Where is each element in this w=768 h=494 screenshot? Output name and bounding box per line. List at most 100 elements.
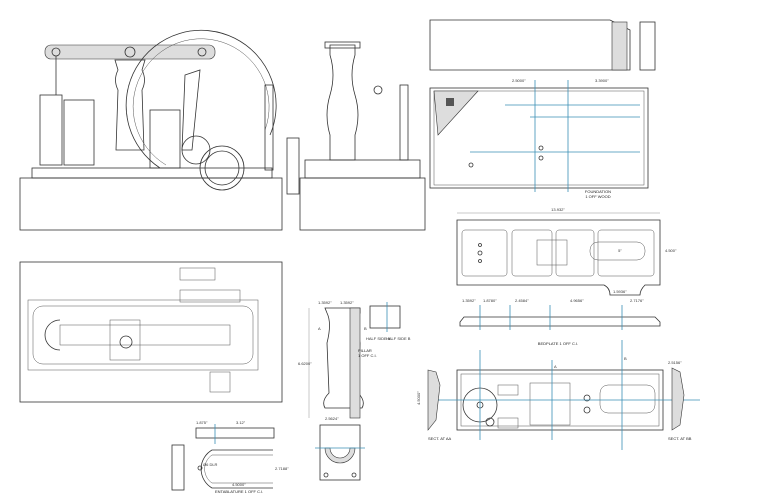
beam-plan [59,324,231,346]
small-wheel-rim [204,150,240,186]
bearing-plan [179,289,241,303]
foundation-side [299,177,426,231]
half-side-a-label: HALF SIDE A [366,336,391,341]
cylinder [39,94,63,166]
entablature-caption: ENTABLATURE 1 OFF C.I. [215,489,263,494]
dimension: 6.6200" [298,361,312,366]
dimension: 2.4584" [515,298,529,303]
dimension: 1.5936" [613,289,627,294]
section-marker-a: A [318,326,321,331]
beam [44,44,216,60]
foundation-title: FOUNDATION [585,189,611,194]
entablature-drawing: 1.875" 3.12" Ø6 DLR 4.5000" 2.7188" ENTA… [171,420,289,494]
bedplate-plan [27,299,259,371]
bedplate-underside-view: 13.932" 5" 4.500" 1.5936" [456,207,677,296]
section-aa [427,369,441,431]
bolt-hole [477,250,483,256]
dimension: Ø6 DLR [203,462,218,467]
bedplate-profile [459,316,661,327]
bolt-hole [323,472,329,478]
dimension: 2.5624" [325,416,339,421]
frame-column [149,109,181,169]
bolt-hole [478,243,482,247]
dimension: 4.500" [665,248,677,253]
bolt-hole [583,406,591,414]
bolt-hole [538,145,544,151]
dimension: 2.7176" [630,298,644,303]
bedplate-pocket [461,229,508,277]
entablature-plan [44,319,61,351]
sect-aa-label: SECT. AT AA [428,436,452,441]
rod-side [399,84,409,161]
crank-plan [209,371,231,393]
pillar-base-plan [319,424,361,481]
dimension: 2.5000" [512,78,526,83]
boss [497,384,519,396]
bolt-hole [351,472,357,478]
flywheel [125,29,277,169]
small-wheel [199,145,245,191]
beam-side [324,41,361,49]
entablature-plan [200,449,273,489]
bedplate-outline [456,219,661,296]
dimension: 5" [618,248,622,253]
bedplate-elevation [31,167,273,179]
foundation-edge-section [611,21,628,71]
flywheel-edge [286,137,300,195]
bedplate-pocket [597,229,655,277]
flywheel-bearing [264,84,274,171]
foundation-inner [433,90,645,186]
bedplate-side [304,159,421,179]
pillar-drawing: 1.3592" 1.3592" 6.6200" A B PILLAR 1 OFF… [298,300,411,481]
bedplate-slot [589,241,646,261]
bolt-hole [538,155,544,161]
entablature-end [171,444,185,491]
boss [497,417,519,429]
foundation-plan [429,87,649,189]
entablature-side [195,427,275,439]
governor [373,85,383,95]
drain-hole [485,417,495,427]
dimension: 13.932" [551,207,565,212]
pillar-base-section [324,447,356,464]
bolt-hole [197,465,203,471]
connecting-rod [181,69,201,151]
pillar-boss [119,335,133,349]
bedplate-profile-view: 1.3592" 1.8780" 2.4584" 4.9656" 2.7176" … [459,298,661,346]
foundation-edge-view [429,19,631,71]
crank-pit [599,384,656,414]
front-elevation-view [19,29,283,231]
half-side-view [369,305,401,329]
dimension: 1.875" [196,420,208,425]
dimension: 2.5156" [668,360,682,365]
dimension: 2.7188" [275,466,289,471]
bedplate-pocket [555,229,595,277]
dimension: 4.9656" [570,298,584,303]
sect-bb-label: SECT. AT BB [668,436,692,441]
bolt-hole [468,162,474,168]
half-side-b-label: HALF SIDE B [386,336,411,341]
dimension: 1.3592" [462,298,476,303]
dimension: 3.3900" [595,78,609,83]
section-marker-b: B [364,326,367,331]
valve-gear [63,99,95,166]
dimension: 1.3592" [340,300,354,305]
bedplate-top-view: A B 4.5000" SECT. AT AA 2.5156" SECT. AT… [416,340,700,450]
pillar-elevation [114,59,146,151]
pillar-side [326,44,359,161]
foundation-end [639,21,656,71]
bedplate-pocket [511,229,553,277]
dimension: 1.3592" [318,300,332,305]
foundation-marker [446,98,454,106]
foundation-block [19,177,283,231]
bedplate-caption: BEDPLATE 1 OFF C.I. [538,341,578,346]
flywheel-rim [132,38,270,166]
foundation-corner [433,90,479,136]
dimension: 3.12" [236,420,246,425]
dimension: 4.5000" [416,391,421,405]
pillar-qty: 1 OFF C.I. [358,353,377,358]
bolt-hole [478,259,482,263]
pillar-plan [109,319,141,361]
pillar-title: PILLAR [358,348,372,353]
